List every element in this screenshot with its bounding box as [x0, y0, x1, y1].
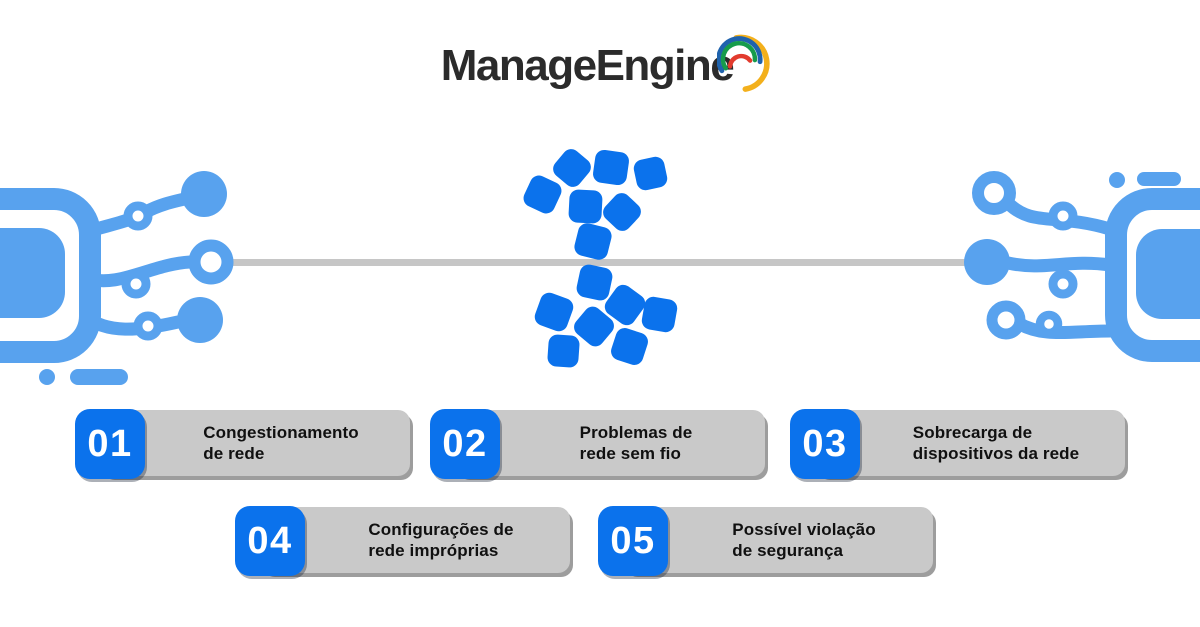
- issue-label-bar: Possível violação de segurança: [623, 507, 933, 573]
- issue-number-badge: 05: [598, 506, 668, 576]
- network-connection-line: [230, 259, 968, 266]
- issue-label-line1: Configurações de: [368, 519, 514, 539]
- issue-label-bar: Congestionamento de rede: [100, 410, 410, 476]
- phone-screen: [0, 228, 65, 318]
- packet-square: [532, 290, 576, 334]
- issue-item-1: Congestionamento de rede 01: [75, 409, 410, 480]
- issue-item-3: Sobrecarga de dispositivos da rede 03: [790, 409, 1125, 480]
- issue-label: Sobrecarga de dispositivos da rede: [913, 422, 1079, 464]
- issue-label-bar: Configurações de rede impróprias: [260, 507, 570, 573]
- packet-square: [608, 325, 651, 368]
- device-left-smartphone-circuit-icon: [0, 171, 234, 385]
- packet-square: [591, 148, 631, 187]
- issue-number-badge: 02: [430, 409, 500, 479]
- issue-number: 03: [802, 422, 848, 465]
- issue-label-line2: dispositivos da rede: [912, 444, 1080, 463]
- manageengine-logo: ManageEngine: [440, 34, 770, 92]
- node-filled-circle: [181, 171, 227, 217]
- logo-swoosh-icon: [717, 34, 770, 92]
- issue-number: 05: [610, 519, 656, 562]
- issue-label-line1: Congestionamento: [203, 422, 359, 442]
- issue-item-2: Problemas de rede sem fio 02: [430, 409, 765, 480]
- issue-label-line1: Problemas de: [579, 422, 693, 442]
- wire-loop: [133, 311, 163, 341]
- logo-text-engine: Engine: [595, 41, 735, 90]
- node-filled-circle: [177, 297, 223, 343]
- wire-loop: [1048, 269, 1078, 299]
- issue-label: Possível violação de segurança: [732, 519, 875, 561]
- header: ManageEngine: [0, 34, 1200, 92]
- packet-square: [520, 172, 565, 217]
- wire-loop: [1048, 201, 1078, 231]
- issue-number: 01: [87, 422, 133, 465]
- issue-item-4: Configurações de rede impróprias 04: [235, 506, 570, 577]
- issue-number: 04: [247, 519, 293, 562]
- dash-dot: [39, 369, 55, 385]
- packet-square: [546, 333, 581, 369]
- issue-label: Congestionamento de rede: [203, 422, 359, 464]
- issue-label-line1: Sobrecarga de: [912, 422, 1033, 442]
- issue-label: Configurações de rede impróprias: [368, 519, 513, 561]
- issue-number: 02: [442, 422, 488, 465]
- packet-square: [632, 155, 669, 192]
- packet-square: [574, 262, 615, 303]
- packet-square: [640, 295, 679, 334]
- issue-label-bar: Problemas de rede sem fio: [455, 410, 765, 476]
- wire-loop: [123, 201, 153, 231]
- logo-text-manage: Manage: [440, 41, 597, 90]
- issue-label-bar: Sobrecarga de dispositivos da rede: [815, 410, 1125, 476]
- issue-number-badge: 04: [235, 506, 305, 576]
- node-filled-circle: [964, 239, 1010, 285]
- issue-number-badge: 01: [75, 409, 145, 479]
- dash-dot: [1109, 172, 1125, 188]
- device-right-smartphone-circuit-icon: [964, 171, 1200, 362]
- wire-loop: [1035, 310, 1063, 338]
- wire-loop: [121, 269, 151, 299]
- phone-screen: [1136, 229, 1200, 319]
- issue-item-5: Possível violação de segurança 05: [598, 506, 933, 577]
- issue-number-badge: 03: [790, 409, 860, 479]
- issue-label-line2: rede sem fio: [579, 444, 681, 463]
- issue-label-line2: de segurança: [732, 541, 844, 560]
- packet-square: [572, 221, 614, 262]
- issue-label-line2: de rede: [203, 444, 265, 463]
- issue-label-line1: Possível violação: [732, 519, 876, 539]
- packet-square: [568, 189, 603, 224]
- node-ring: [972, 171, 1016, 215]
- issue-label: Problemas de rede sem fio: [580, 422, 693, 464]
- dash: [70, 369, 128, 385]
- node-ring: [986, 300, 1026, 340]
- issue-label-line2: rede impróprias: [368, 541, 499, 560]
- node-ring: [188, 239, 234, 285]
- dash: [1137, 172, 1181, 186]
